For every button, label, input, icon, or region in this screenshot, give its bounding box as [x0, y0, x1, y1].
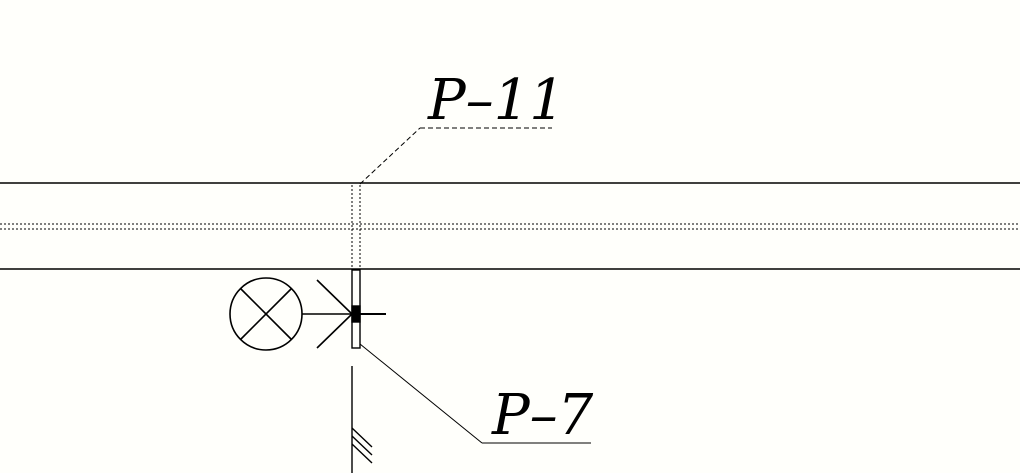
- leader-bottom-diagonal: [359, 343, 483, 444]
- hidden-member: [351, 185, 361, 268]
- fixture-plate-node: [351, 305, 361, 323]
- wall-hatch-3: [351, 443, 373, 464]
- leader-top: [359, 127, 552, 185]
- wall-hatch-2: [351, 435, 373, 456]
- connector-arrow-upper: [316, 279, 353, 315]
- wall-line: [351, 366, 373, 473]
- beam: [0, 182, 1020, 270]
- connector-arrow-lower: [316, 313, 353, 349]
- leader-bottom: [359, 343, 591, 444]
- lamp-symbol: [229, 277, 303, 351]
- fixture-plate: [351, 269, 361, 349]
- callout-label-top: P–11: [427, 68, 565, 133]
- leader-top-diagonal: [359, 127, 421, 185]
- lamp-cross-b: [240, 288, 292, 340]
- callout-label-bottom: P–7: [491, 383, 594, 448]
- wall-hatch-1: [351, 427, 373, 448]
- connector: [302, 279, 386, 349]
